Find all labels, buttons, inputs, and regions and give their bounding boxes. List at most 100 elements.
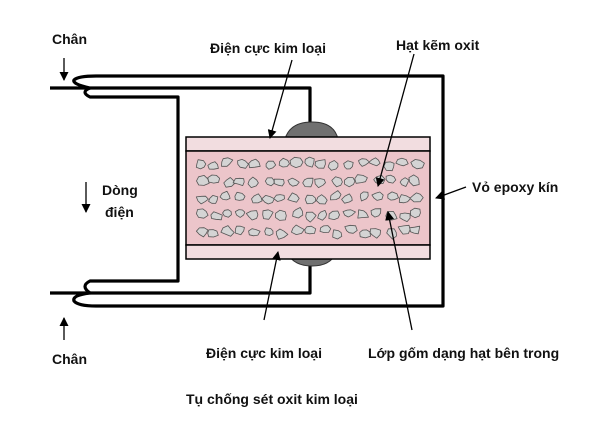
- zinc-oxide-grain: [343, 160, 354, 170]
- zinc-oxide-grain: [410, 159, 425, 170]
- diagram-caption: Tụ chống sét oxit kim loại: [186, 391, 358, 407]
- zinc-oxide-grain: [287, 192, 300, 203]
- zinc-oxide-grain: [264, 227, 274, 236]
- zinc-oxide-leader: [375, 53, 415, 187]
- zinc-oxide-grain: [275, 209, 287, 221]
- current-label-line1: Dòng: [102, 182, 138, 198]
- zinc-oxide-grain: [207, 229, 219, 238]
- zinc-oxide-grain: [341, 193, 353, 204]
- zinc-oxide-grain: [195, 195, 209, 205]
- zinc-oxide-grain: [385, 174, 397, 184]
- zinc-oxide-grain: [278, 157, 290, 168]
- zinc-oxide-grain: [408, 174, 420, 187]
- zinc-oxide-grain: [234, 191, 246, 201]
- zinc-oxide-grain: [342, 209, 356, 218]
- ceramic-layer-label: Lớp gốm dạng hạt bên trong: [368, 345, 559, 361]
- epoxy-case-leader: [435, 186, 467, 200]
- zinc-oxide-grain: [357, 209, 369, 219]
- zinc-oxide-grain: [196, 227, 209, 238]
- zinc-oxide-grain: [208, 195, 219, 204]
- zinc-oxide-grain: [330, 190, 342, 201]
- zinc-oxide-grain: [292, 207, 304, 219]
- zinc-oxide-grain: [234, 209, 246, 218]
- zinc-oxide-grain: [305, 211, 317, 223]
- zinc-oxide-grain: [319, 225, 332, 233]
- lead-top-label: Chân: [52, 31, 87, 47]
- zinc-oxide-grain: [291, 224, 305, 235]
- zinc-oxide-grain: [410, 207, 421, 219]
- zinc-oxide-grain: [247, 176, 259, 188]
- zinc-oxide-grain: [332, 229, 343, 240]
- zinc-oxide-grain: [210, 211, 223, 221]
- zinc-oxide-grain: [304, 225, 317, 235]
- zinc-oxide-grain: [287, 177, 300, 187]
- epoxy-case-label: Vỏ epoxy kín: [472, 179, 558, 195]
- zinc-oxide-grain: [219, 190, 231, 201]
- electrode-bottom-label: Điện cực kim loại: [206, 345, 322, 361]
- zinc-oxide-grain: [359, 191, 369, 202]
- zinc-oxide-grain: [232, 177, 245, 186]
- zinc-oxide-grain: [221, 157, 234, 167]
- zinc-oxide-grain: [195, 159, 207, 170]
- ceramic-layer-leader: [385, 211, 413, 331]
- zinc-oxide-grain: [207, 174, 220, 184]
- zinc-oxide-grain: [237, 159, 249, 169]
- zinc-oxide-label: Hạt kẽm oxit: [396, 37, 480, 53]
- zinc-oxide-grain: [344, 224, 358, 234]
- zinc-oxide-grain: [304, 194, 316, 205]
- zinc-oxide-grain: [409, 192, 424, 203]
- zinc-oxide-grain: [289, 156, 304, 168]
- zinc-oxide-grain: [275, 228, 289, 240]
- zinc-oxide-grain: [397, 224, 411, 235]
- zinc-oxide-grain: [354, 174, 368, 184]
- zinc-oxide-grain: [399, 177, 410, 187]
- zinc-oxide-grain: [317, 210, 327, 221]
- zinc-oxide-grain: [222, 209, 232, 218]
- zinc-oxide-grains: [195, 156, 425, 240]
- zinc-oxide-grain: [223, 177, 235, 188]
- zinc-oxide-grain: [265, 160, 277, 170]
- zinc-oxide-grain: [328, 210, 340, 220]
- zinc-oxide-grain: [245, 210, 259, 221]
- zinc-oxide-grain: [383, 161, 395, 172]
- zinc-oxide-grain: [398, 194, 412, 204]
- zinc-oxide-grain: [314, 159, 326, 169]
- zinc-oxide-grain: [368, 157, 381, 167]
- zinc-oxide-grain: [327, 160, 339, 171]
- zinc-oxide-grain: [386, 228, 397, 240]
- zinc-oxide-grain: [251, 193, 263, 204]
- zinc-oxide-grain: [248, 158, 261, 169]
- zinc-oxide-grain: [304, 156, 315, 168]
- electrode-top-leader: [267, 59, 293, 139]
- zinc-oxide-grain: [358, 158, 370, 167]
- electrode-bottom-leader: [263, 251, 281, 321]
- top-contact: [284, 121, 339, 140]
- zinc-oxide-grain: [207, 161, 219, 170]
- zinc-oxide-grain: [369, 228, 381, 239]
- zinc-oxide-grain: [196, 208, 209, 219]
- current-label-line2: điện: [105, 204, 134, 220]
- zinc-oxide-grain: [371, 191, 384, 201]
- zinc-oxide-grain: [273, 194, 285, 202]
- zinc-oxide-grain: [344, 177, 356, 188]
- zinc-oxide-grain: [409, 225, 421, 235]
- zinc-oxide-grain: [262, 209, 274, 220]
- bottom-electrode-plate: [185, 244, 431, 260]
- zinc-oxide-grain: [248, 228, 261, 237]
- zinc-oxide-grain: [264, 177, 275, 187]
- zinc-oxide-grain: [220, 225, 235, 237]
- electrode-top-label: Điện cực kim loại: [210, 40, 326, 56]
- zinc-oxide-grain: [234, 225, 245, 236]
- zinc-oxide-grain: [387, 191, 399, 201]
- zinc-oxide-grain: [331, 176, 343, 188]
- zinc-oxide-grain: [395, 157, 409, 167]
- zinc-oxide-grain: [314, 178, 326, 188]
- zinc-oxide-grain: [359, 229, 371, 239]
- top-electrode-plate: [185, 136, 431, 152]
- zinc-oxide-grain: [399, 212, 411, 222]
- lead-bottom-label: Chân: [52, 351, 87, 367]
- zinc-oxide-grain: [273, 178, 285, 187]
- zinc-oxide-grain: [302, 177, 314, 188]
- zinc-oxide-grain: [316, 194, 328, 205]
